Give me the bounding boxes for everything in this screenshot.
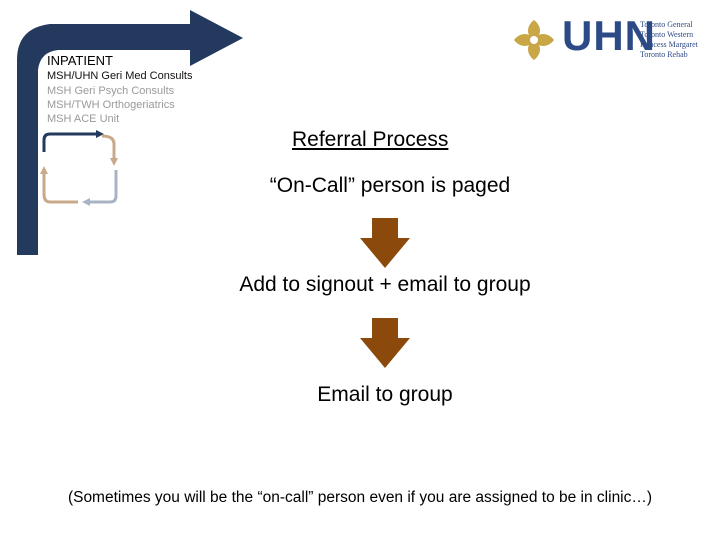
logo-site: Princess Margaret: [640, 40, 698, 49]
footnote: (Sometimes you will be the “on-call” per…: [67, 489, 653, 506]
step-on-call-paged: “On-Call” person is paged: [269, 174, 511, 197]
down-arrow-icon: [360, 318, 410, 368]
inpatient-title: INPATIENT: [47, 53, 113, 68]
unit-geri-psych-consults: MSH Geri Psych Consults: [47, 85, 175, 97]
uhn-logo-sites: Toronto General Toronto Western Princess…: [640, 20, 698, 60]
step-signout-email: Add to signout + email to group: [239, 273, 531, 296]
logo-site: Toronto General: [640, 20, 693, 29]
uhn-logo: UHN Toronto General Toronto Western Prin…: [512, 12, 712, 68]
unit-orthogeriatrics: MSH/TWH Orthogeriatrics: [47, 99, 175, 111]
step-email-group: Email to group: [317, 383, 453, 406]
uhn-logo-text: UHN: [562, 12, 656, 59]
inpatient-bent-arrow: [17, 10, 243, 255]
unit-ace: MSH ACE Unit: [47, 113, 120, 125]
referral-process-heading: Referral Process: [292, 128, 449, 151]
uhn-emblem-icon: [514, 20, 554, 60]
logo-site: Toronto Rehab: [640, 50, 688, 59]
cycle-arrows-icon: [40, 130, 118, 206]
down-arrow-icon: [360, 218, 410, 268]
unit-geri-med-consults: MSH/UHN Geri Med Consults: [47, 70, 193, 82]
logo-site: Toronto Western: [640, 30, 694, 39]
